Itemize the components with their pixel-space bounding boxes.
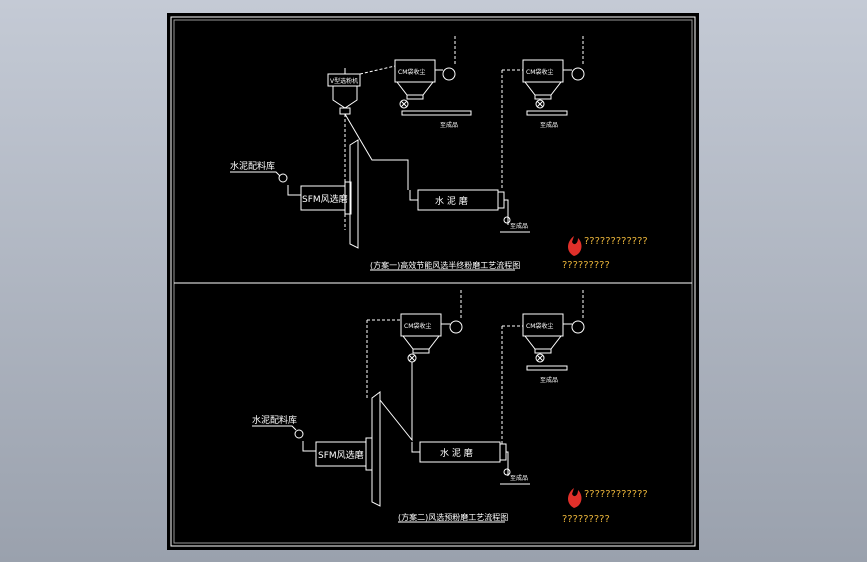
sfm-separator: SFM风选磨 [278, 173, 352, 215]
dust-collector-left-2: CM袋收尘 [400, 290, 463, 363]
to-silo-bottom-2: 至成品 [510, 474, 528, 482]
conveyor-left [401, 110, 472, 116]
flame-logo-icon [568, 236, 582, 256]
separator-label-2: SFM风选磨 [318, 449, 364, 461]
valve-icon [503, 216, 511, 224]
dust-collector-right-2: CM袋收尘 至成品 [522, 290, 585, 384]
watermark-2: ???????????? ????????? [562, 488, 648, 525]
rotary-valve-icon [399, 99, 409, 109]
sfm-separator-2: SFM风选磨 [294, 429, 373, 471]
collector-left-label-2: CM袋收尘 [404, 322, 431, 330]
collector-left-label: CM袋收尘 [398, 68, 425, 76]
cement-mill-label: 水 泥 磨 [435, 195, 468, 207]
to-silo-right-2: 至成品 [540, 376, 558, 384]
fan-icon [442, 67, 456, 81]
watermark-2-line1: ???????????? [584, 489, 648, 500]
dust-collector-left: CM袋收尘 至成品 [394, 36, 472, 129]
caption-1: (方案一)高效节能风选半终粉磨工艺流程图 [370, 260, 520, 270]
riser-left-2 [366, 319, 401, 400]
watermark-1-line2: ????????? [562, 260, 610, 271]
collector-right-label-2: CM袋收尘 [526, 322, 553, 330]
rotary-valve-icon [535, 353, 545, 363]
cement-ingredient-silo-2: 水泥配料库 [252, 414, 297, 426]
to-silo-bottom-1: 至成品 [510, 222, 528, 230]
to-silo-top-right: 至成品 [540, 121, 558, 129]
watermark-1: ???????????? ????????? [562, 236, 648, 271]
to-silo-top-left: 至成品 [440, 121, 458, 129]
collector-right-label: CM袋收尘 [526, 68, 553, 76]
caption-2: (方案二)风选预粉磨工艺流程图 [398, 512, 508, 522]
riser-mid [501, 69, 523, 190]
watermark-1-line1: ???????????? [584, 236, 648, 247]
sheet-outer-border [170, 16, 696, 547]
flame-logo-icon [568, 488, 582, 508]
bucket-elevator [349, 139, 359, 249]
sheet-inner-border [173, 19, 693, 544]
cement-mill: 水 泥 磨 [409, 189, 505, 211]
separator-label: SFM风选磨 [302, 193, 348, 205]
watermark-2-line2: ????????? [562, 514, 610, 525]
fan-icon [571, 320, 585, 334]
conveyor-right-2 [526, 365, 568, 371]
diagram-1: CM袋收尘 至成品 CM袋收尘 至成品 [230, 36, 585, 271]
valve-icon [503, 468, 511, 476]
diagram-2: CM袋收尘 CM袋收尘 至成品 [252, 290, 585, 523]
cement-mill-label-2: 水 泥 磨 [440, 447, 473, 459]
dust-collector-right: CM袋收尘 至成品 [522, 36, 585, 129]
drawing-sheet [167, 13, 699, 550]
riser-mid-2 [501, 325, 523, 445]
fan-icon [449, 320, 463, 334]
fan-icon [571, 67, 585, 81]
cement-ingredient-silo-1: 水泥配料库 [230, 160, 275, 172]
cement-mill-2: 水 泥 磨 [411, 441, 507, 463]
roller-press-label: V型选粉机 [330, 77, 358, 85]
conveyor-right [526, 110, 568, 116]
rotary-valve-icon [535, 99, 545, 109]
